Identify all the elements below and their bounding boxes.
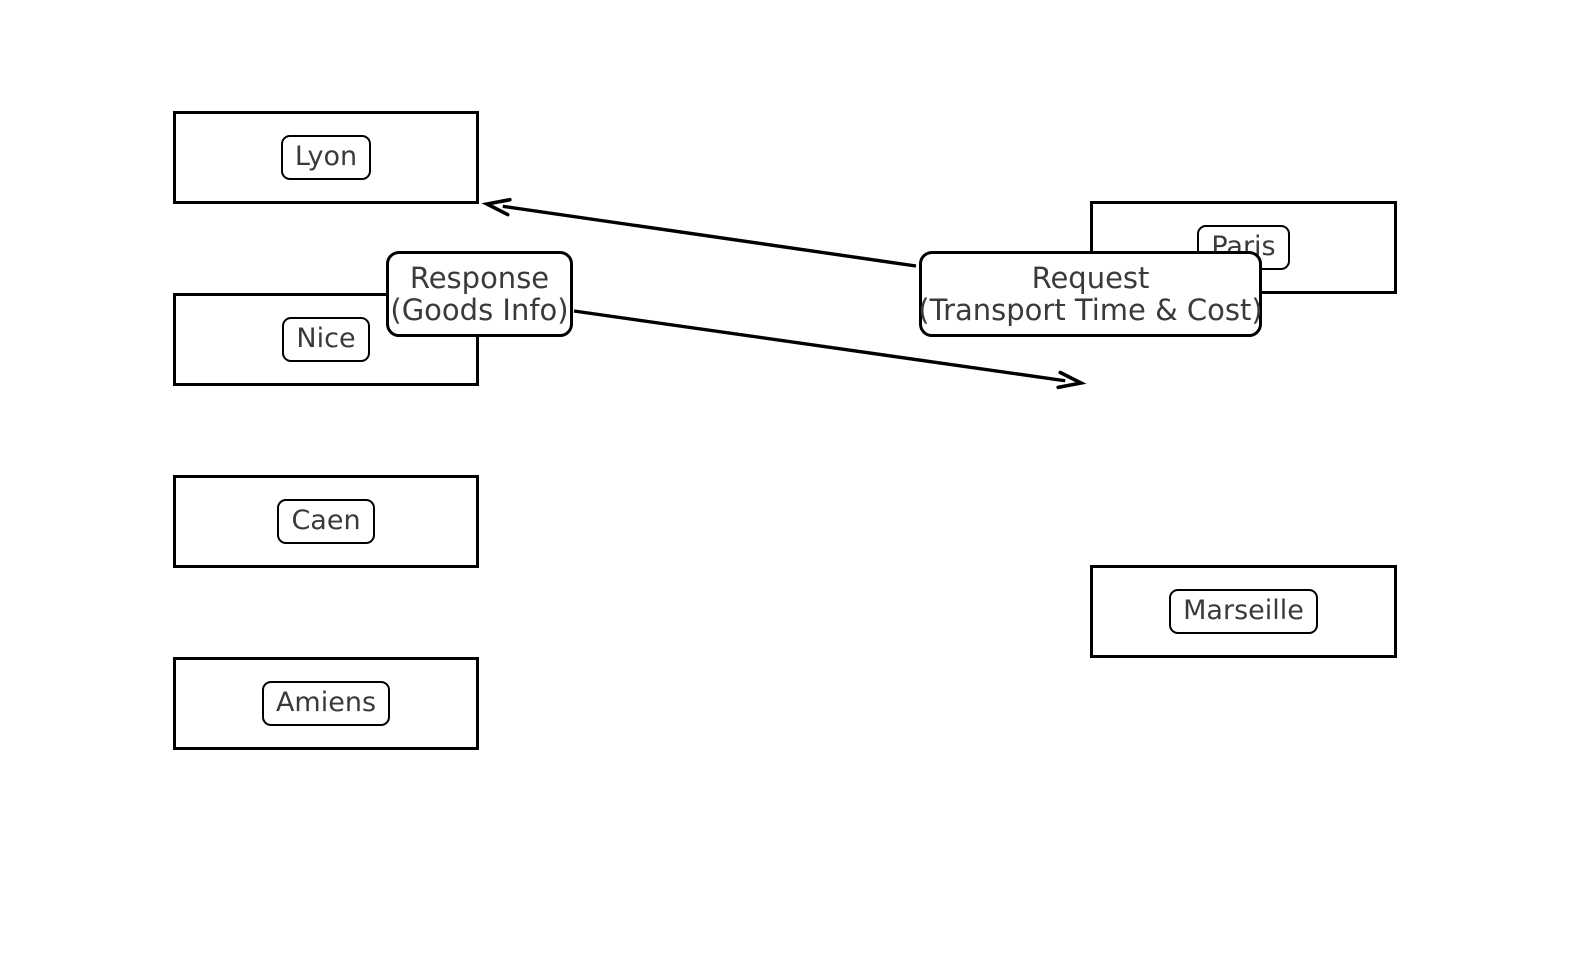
node-label-caen: Caen (277, 499, 375, 544)
edge-label-request-line-1: Request (1031, 260, 1150, 295)
edge-label-response-line-2: (Goods Info) (390, 293, 569, 327)
node-label-lyon: Lyon (280, 135, 372, 180)
edge-arrowhead-response-edge (1056, 370, 1087, 390)
node-label-nice: Nice (282, 317, 370, 362)
node-label-paris: Paris (1197, 225, 1290, 270)
node-box-amiens[interactable]: Amiens (173, 657, 479, 750)
node-label-marseille: Marseille (1169, 589, 1318, 634)
node-box-caen[interactable]: Caen (173, 475, 479, 568)
edge-label-response-line-1: Response (409, 260, 550, 295)
node-label-amiens: Amiens (261, 681, 391, 726)
node-box-lyon[interactable]: Lyon (173, 111, 479, 204)
edge-label-response[interactable]: Response (Goods Info) (386, 251, 573, 337)
edge-label-request[interactable]: Request (Transport Time & Cost) (918, 251, 1263, 337)
edge-arrowhead-request-edge (481, 197, 512, 217)
edge-label-request-line-2: (Transport Time & Cost) (918, 293, 1263, 327)
node-box-marseille[interactable]: Marseille (1090, 565, 1397, 658)
